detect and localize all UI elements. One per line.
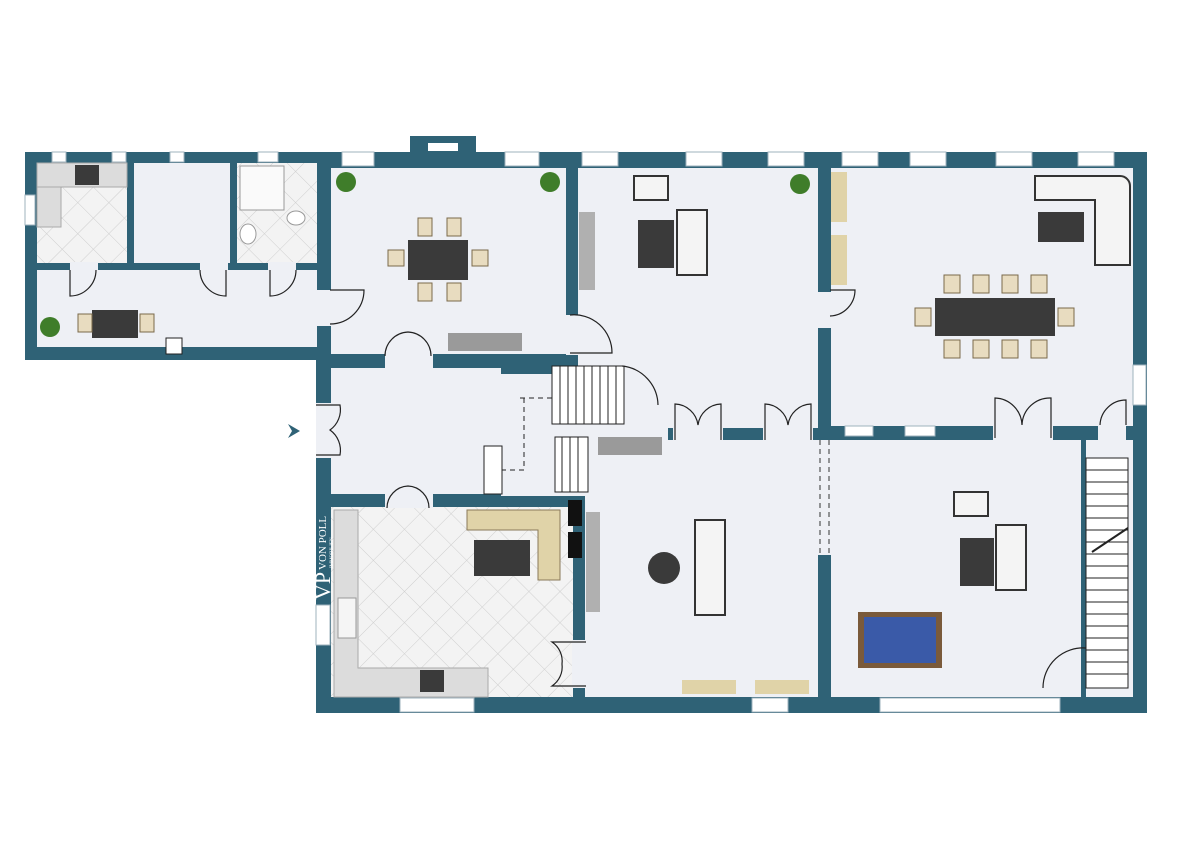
windows: [24, 151, 1147, 713]
doors: [69, 262, 1127, 688]
entry-hall: [331, 368, 501, 494]
entrance-arrow-icon: [288, 424, 300, 438]
great-dining-room: [831, 168, 1133, 426]
von-poll-logo: VP VON POLL IMMOBILIEN: [310, 516, 335, 600]
logo-name: VON POLL: [317, 516, 329, 570]
annex-hall: [37, 270, 317, 347]
logo-tagline: IMMOBILIEN: [330, 537, 335, 568]
logo-mark: VP: [310, 572, 335, 600]
furniture: [36, 162, 1131, 698]
rooms: [37, 163, 1133, 697]
stairs: [483, 365, 1129, 689]
kitchen: [331, 507, 573, 697]
storage-room: [134, 163, 230, 263]
